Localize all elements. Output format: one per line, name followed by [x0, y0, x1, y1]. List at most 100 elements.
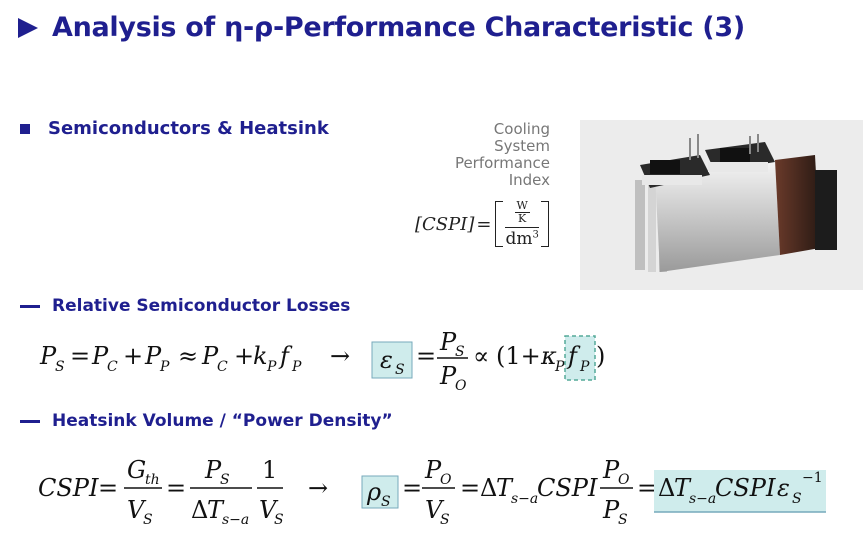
heatsink-body	[655, 160, 780, 272]
svg-text:P: P	[554, 359, 565, 375]
cooling-label-line: Performance	[454, 154, 550, 172]
semiconductor-modules	[640, 142, 775, 188]
svg-text:S: S	[274, 512, 284, 528]
svg-text:P: P	[424, 456, 442, 484]
section-heading: Semiconductors & Heatsink	[48, 118, 329, 139]
svg-text:th: th	[145, 472, 160, 488]
svg-text:S: S	[455, 344, 465, 360]
svg-text:P: P	[579, 359, 590, 375]
svg-text:P: P	[39, 342, 57, 370]
svg-text:P: P	[144, 342, 162, 370]
svg-text:→: →	[330, 342, 350, 370]
heatsink-equation: CSPI = G th V S = P S Δ T s−a 1 V S → ρ …	[38, 456, 826, 528]
svg-text:=: =	[166, 474, 186, 502]
svg-text:κ: κ	[540, 342, 557, 370]
svg-text:CSPI: CSPI	[715, 474, 776, 502]
unit-fraction: W K dm3	[505, 198, 539, 249]
svg-text:≈: ≈	[178, 342, 198, 370]
svg-text:∝: ∝	[473, 342, 489, 370]
slide-title-row: Analysis of η-ρ-Performance Characterist…	[18, 12, 745, 43]
svg-text:CSPI: CSPI	[537, 474, 598, 502]
slide-title: Analysis of η-ρ-Performance Characterist…	[52, 12, 745, 43]
svg-text:C: C	[217, 359, 228, 375]
title-arrow-icon	[18, 17, 38, 38]
svg-text:T: T	[207, 496, 225, 524]
unit-kelvin: K	[518, 211, 527, 225]
svg-text:Δ: Δ	[191, 496, 208, 524]
svg-text:→: →	[308, 474, 328, 502]
unit-volume: dm3	[505, 226, 539, 249]
svg-text:P: P	[266, 359, 277, 375]
subsection-losses: Relative Semiconductor Losses	[20, 296, 350, 316]
cooling-index-label: Cooling System Performance Index	[440, 121, 550, 189]
losses-heading: Relative Semiconductor Losses	[52, 296, 351, 316]
svg-text:T: T	[496, 474, 514, 502]
svg-text:P: P	[204, 456, 222, 484]
unit-watt: W	[514, 198, 530, 213]
svg-text:S: S	[55, 359, 65, 375]
svg-text:S: S	[143, 512, 153, 528]
svg-text:P: P	[201, 342, 219, 370]
svg-text:): )	[596, 342, 605, 370]
svg-text:V: V	[127, 496, 147, 524]
cspi-symbol: [CSPI]	[415, 213, 475, 235]
svg-text:S: S	[792, 491, 802, 507]
svg-text:ε: ε	[380, 346, 393, 374]
heatsink-illustration	[635, 134, 837, 272]
svg-text:f: f	[278, 342, 293, 370]
svg-text:+: +	[234, 342, 254, 370]
svg-text:P: P	[91, 342, 109, 370]
svg-text:1: 1	[262, 456, 277, 484]
svg-text:V: V	[259, 496, 279, 524]
svg-text:ε: ε	[777, 474, 790, 502]
svg-text:C: C	[107, 359, 118, 375]
cspi-unit-formula: [CSPI] = W K dm3	[415, 199, 551, 249]
dash-icon	[20, 304, 40, 308]
losses-equation: P S = P C + P P ≈ P C + k P f P → ε S = …	[39, 328, 605, 394]
svg-text:+: +	[123, 342, 143, 370]
svg-text:O: O	[618, 472, 630, 488]
svg-text:Δ: Δ	[480, 474, 497, 502]
svg-text:S: S	[381, 494, 391, 510]
svg-text:O: O	[455, 378, 467, 394]
svg-text:(1+: (1+	[496, 342, 541, 370]
svg-text:P: P	[602, 496, 620, 524]
cooling-label-line: Cooling	[493, 120, 550, 138]
fan-block	[815, 170, 837, 250]
svg-text:CSPI: CSPI	[38, 474, 99, 502]
cooling-label-line: Index	[508, 171, 550, 189]
right-bracket	[540, 201, 549, 247]
heatsink-photo	[580, 120, 863, 290]
svg-text:=: =	[637, 474, 657, 502]
dash-icon	[20, 419, 40, 423]
w-per-k-fraction: W K	[514, 198, 530, 225]
svg-text:S: S	[220, 472, 230, 488]
unit-dm: dm	[505, 228, 533, 249]
svg-text:T: T	[674, 474, 692, 502]
module-pins	[689, 134, 759, 160]
svg-text:P: P	[439, 328, 457, 356]
cspi-equals: =	[476, 213, 492, 235]
svg-text:S: S	[395, 362, 405, 378]
svg-text:=: =	[402, 474, 422, 502]
svg-text:s−a: s−a	[511, 491, 538, 507]
heatsink-side	[775, 155, 820, 255]
svg-text:G: G	[127, 456, 146, 484]
unit-exponent: 3	[532, 228, 539, 240]
left-bracket	[495, 201, 504, 247]
svg-text:−1: −1	[802, 470, 823, 486]
svg-text:S: S	[440, 512, 450, 528]
svg-text:P: P	[439, 362, 457, 390]
svg-text:Δ: Δ	[658, 474, 675, 502]
svg-text:=: =	[460, 474, 480, 502]
subsection-heatsink: Heatsink Volume / “Power Density”	[20, 411, 393, 431]
svg-text:=: =	[416, 342, 436, 370]
svg-text:ρ: ρ	[366, 478, 381, 506]
bullet-square-icon	[20, 123, 30, 134]
svg-text:k: k	[253, 342, 268, 370]
svg-text:s−a: s−a	[222, 512, 249, 528]
svg-text:P: P	[159, 359, 170, 375]
svg-text:s−a: s−a	[689, 491, 716, 507]
svg-text:P: P	[602, 456, 620, 484]
cooling-label-line: System	[494, 137, 550, 155]
